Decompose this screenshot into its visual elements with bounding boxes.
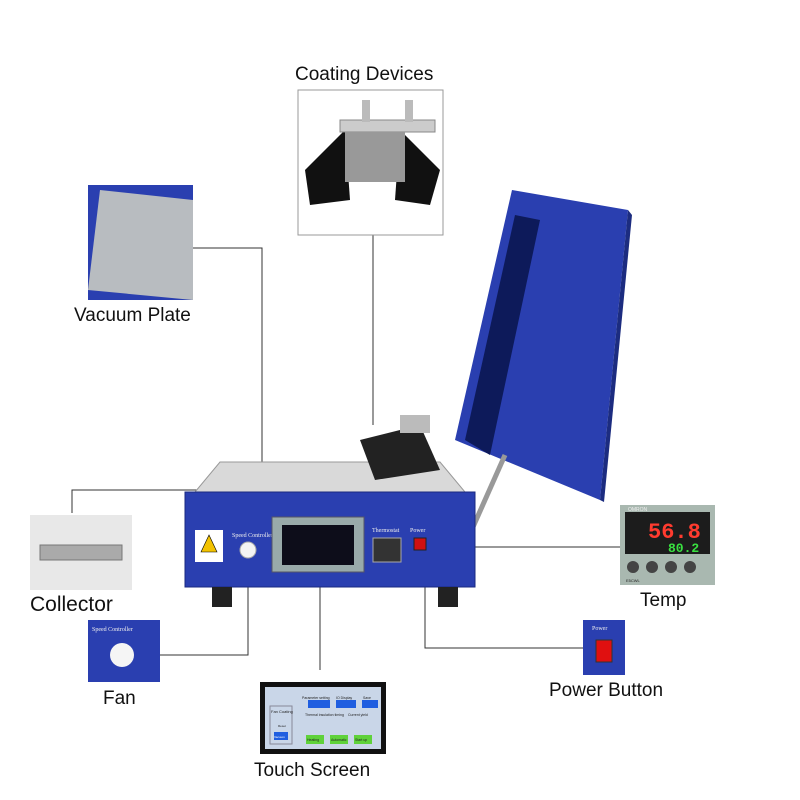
ts-automatic: Automatic xyxy=(331,738,347,742)
fan-image: Speed Controller xyxy=(88,620,160,682)
ts-fan-coating: Fan Coating xyxy=(271,709,293,714)
collector-image xyxy=(30,515,132,590)
power-button-image: Power xyxy=(583,620,625,675)
vacuum-plate-leader xyxy=(193,247,263,462)
fan-image-label: Speed Controller xyxy=(92,627,133,633)
label-temp: Temp xyxy=(640,590,687,611)
machine-base: Speed Controller Thermostat Power xyxy=(184,491,476,607)
coating-devices-image xyxy=(297,89,444,236)
ts-parameter-setting: Parameter setting xyxy=(302,696,330,700)
leader-lines xyxy=(71,235,620,670)
temp-brand: OMRON xyxy=(628,507,648,513)
panel-speed-controller: Speed Controller xyxy=(232,533,273,539)
fan-leader xyxy=(160,555,249,656)
temp-pv: 56.8 xyxy=(648,520,701,545)
temp-model: E5CWL xyxy=(626,578,641,583)
ts-start-up: Start up xyxy=(355,738,367,742)
label-collector: Collector xyxy=(30,593,113,616)
ts-vacuum: Vacuum xyxy=(274,735,285,739)
panel-power: Power xyxy=(410,528,425,534)
power-image-label: Power xyxy=(592,626,607,632)
ts-reset: Reset xyxy=(278,724,286,728)
ts-save: Save xyxy=(363,696,371,700)
ts-io-display: IO Display xyxy=(336,696,352,700)
speed-knob xyxy=(239,541,257,559)
ts-thermal-timing: Thermal insulation timing xyxy=(305,713,344,717)
vacuum-plate-image xyxy=(88,185,193,300)
panel-thermostat: Thermostat xyxy=(372,528,400,534)
label-fan: Fan xyxy=(103,688,136,709)
label-touch-screen: Touch Screen xyxy=(254,760,371,781)
label-power-button: Power Button xyxy=(549,680,664,701)
temp-sv: 80.2 xyxy=(668,541,699,556)
machine-lid xyxy=(455,190,632,547)
machine-coater xyxy=(360,415,440,480)
ts-current-yield: Current yield xyxy=(348,713,368,717)
label-coating-devices: Coating Devices xyxy=(295,64,434,85)
ts-heating: Heating xyxy=(307,738,319,742)
temp-controller-image: OMRON 56.8 80.2 E5CWL xyxy=(620,505,715,585)
label-vacuum-plate: Vacuum Plate xyxy=(74,305,191,326)
touch-screen-image: Fan Coating Vacuum Reset Parameter setti… xyxy=(260,682,386,754)
